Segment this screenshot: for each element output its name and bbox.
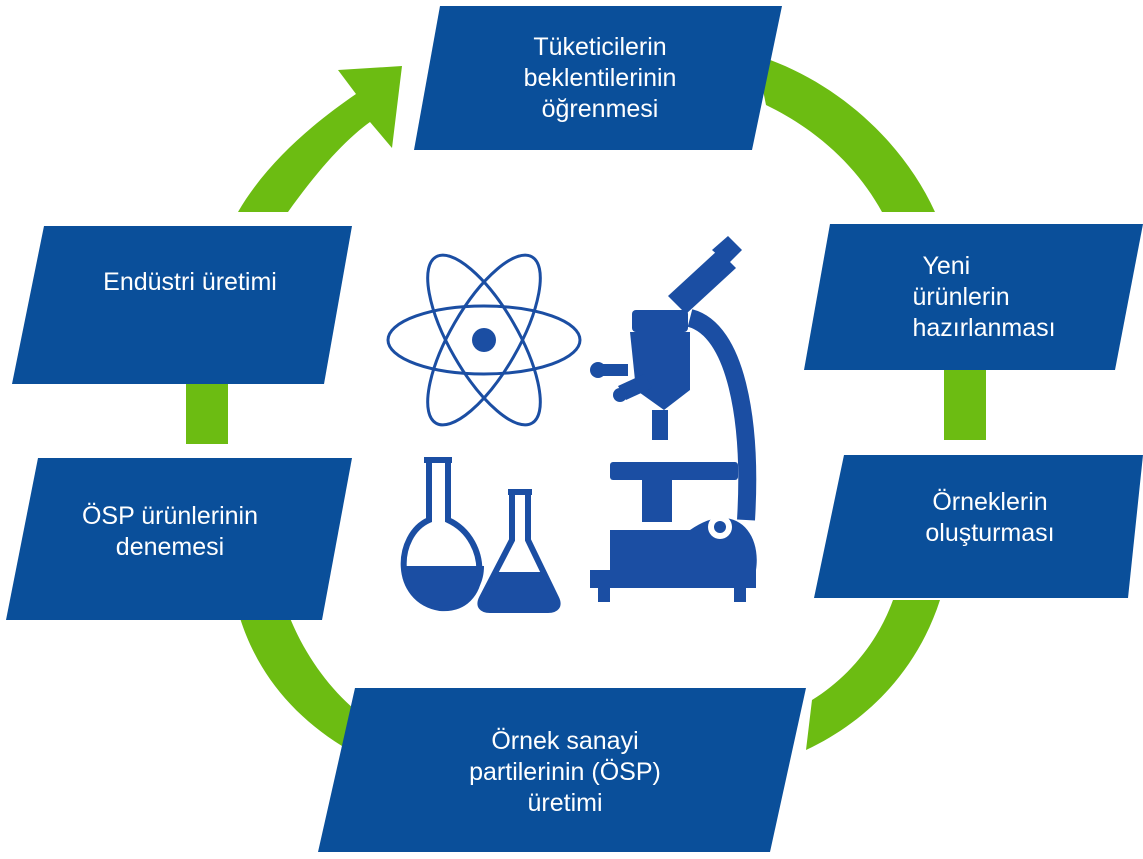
step-boxes: [6, 6, 1143, 852]
step-label-line: denemesi: [115, 533, 225, 561]
arrow-pilot-to-testing: [240, 618, 360, 746]
step-label-line: Tüketicilerin: [533, 32, 667, 61]
step-label-line: partilerinin (ÖSP): [469, 757, 661, 786]
arrow-samples-to-pilot: [806, 600, 940, 750]
step-label-line: ürünlerin: [912, 282, 1010, 311]
step-box-create-samples: [814, 455, 1143, 598]
step-label-line: Örneklerin: [932, 488, 1048, 516]
step-label-pilot-batch-testing: ÖSP ürünlerinin denemesi: [30, 486, 310, 578]
step-box-pilot-batch-production: [318, 688, 806, 852]
step-label-line: ÖSP ürünlerinin: [81, 502, 259, 530]
arrow-expectations-to-prepare: [756, 55, 935, 212]
atom-icon: [386, 253, 582, 427]
step-label-line: Örnek sanayi: [491, 726, 639, 755]
step-label-prepare-products: Yeni ürünlerin hazırlanması: [870, 234, 1070, 360]
step-label-pilot-batch-production: Örnek sanayi partilerinin (ÖSP) üretimi: [400, 712, 730, 832]
round-flask-icon: [400, 457, 484, 612]
conical-flask-icon: [477, 489, 561, 613]
step-label-line: hazırlanması: [912, 313, 1056, 342]
step-label-line: Yeni: [922, 251, 971, 280]
step-box-pilot-batch-testing: [6, 458, 352, 620]
cycle-arrows: [186, 55, 986, 750]
arrow-testing-to-industrial: [186, 384, 228, 444]
step-box-industrial-production: [12, 226, 352, 384]
step-box-prepare-products: [804, 224, 1143, 370]
step-box-learn-expectations: [414, 6, 782, 150]
step-label-line: oluşturması: [925, 519, 1055, 547]
step-label-create-samples: Örneklerin oluşturması: [870, 470, 1110, 566]
step-label-line: üretimi: [527, 788, 603, 817]
microscope-icon: [590, 236, 757, 602]
arrow-prepare-to-samples: [944, 368, 986, 440]
step-label-line: öğrenmesi: [541, 94, 659, 123]
step-label-learn-expectations: Tüketicilerin beklentilerinin öğrenmesi: [450, 14, 750, 142]
center-illustration: [386, 236, 757, 613]
step-label-line: Endüstri üretimi: [103, 267, 277, 296]
arrow-industrial-to-expectations: [238, 66, 402, 212]
step-label-line: beklentilerinin: [523, 63, 677, 92]
step-label-industrial-production: Endüstri üretimi: [50, 256, 330, 308]
